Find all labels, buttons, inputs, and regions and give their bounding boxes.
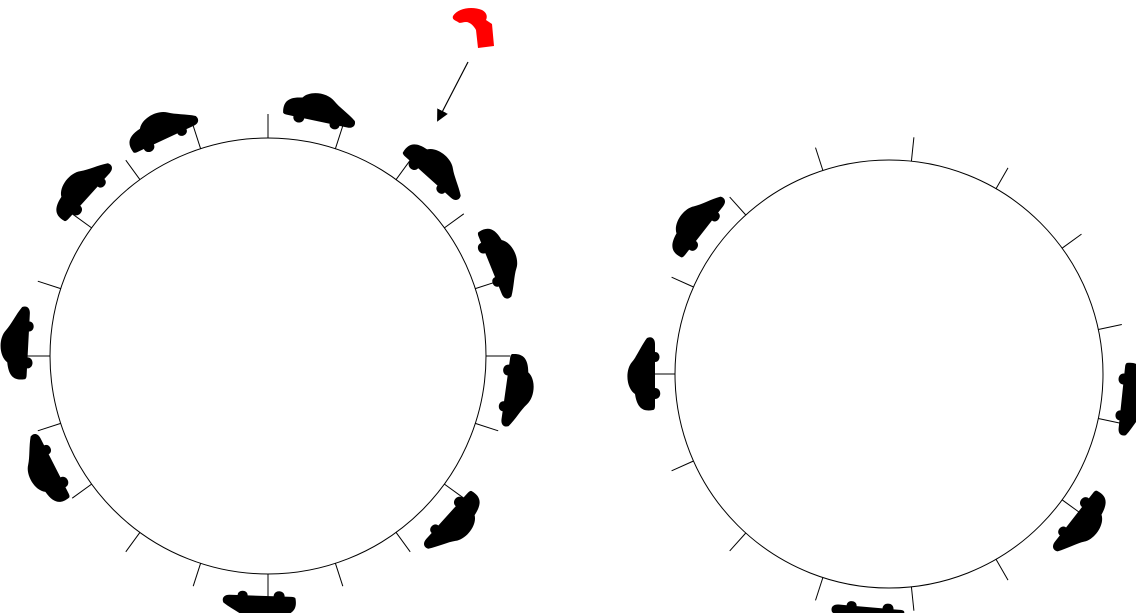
car-icon xyxy=(418,486,491,562)
road-tick xyxy=(126,160,140,179)
car-icon xyxy=(660,184,731,262)
car-icon xyxy=(398,133,474,206)
car-icon xyxy=(222,589,296,613)
car-icon xyxy=(281,87,359,134)
road-tick xyxy=(996,559,1008,580)
car-icon xyxy=(472,222,530,302)
right-ring-cars xyxy=(627,184,1136,613)
road-tick xyxy=(72,214,91,228)
road-tick xyxy=(730,533,746,551)
right-ring-circle xyxy=(675,160,1103,588)
road-tick xyxy=(444,484,463,498)
road-tick xyxy=(193,563,200,586)
road-tick xyxy=(38,423,61,430)
road-tick xyxy=(1098,325,1122,330)
left-ring-circle xyxy=(50,138,486,574)
car-icon xyxy=(0,305,35,380)
road-tick xyxy=(996,168,1008,189)
left-ring-road xyxy=(0,87,538,613)
right-ring-ticks xyxy=(651,137,1122,610)
road-tick xyxy=(126,532,140,551)
road-tick xyxy=(816,578,823,601)
road-tick xyxy=(672,461,694,471)
road-tick xyxy=(911,137,914,161)
driver-icon xyxy=(453,8,494,48)
road-tick xyxy=(816,148,823,171)
road-tick xyxy=(396,160,410,179)
right-ring-road xyxy=(627,137,1136,613)
car-icon xyxy=(122,98,202,159)
road-tick xyxy=(475,423,498,430)
road-tick xyxy=(1062,234,1081,248)
road-tick xyxy=(911,587,914,611)
road-tick xyxy=(72,484,91,498)
road-tick xyxy=(730,197,746,215)
road-tick xyxy=(672,277,694,287)
road-tick xyxy=(444,214,463,228)
road-tick xyxy=(193,126,200,149)
car-icon xyxy=(45,150,118,226)
road-tick xyxy=(396,532,410,551)
left-ring-cars xyxy=(0,87,538,613)
car-icon xyxy=(495,353,538,430)
arrow-icon xyxy=(438,62,468,120)
road-tick xyxy=(335,563,342,586)
car-icon xyxy=(1113,362,1136,438)
car-icon xyxy=(1047,486,1118,564)
car-icon xyxy=(13,430,76,510)
road-tick xyxy=(335,126,342,149)
car-icon xyxy=(830,599,906,613)
road-tick xyxy=(38,281,61,288)
